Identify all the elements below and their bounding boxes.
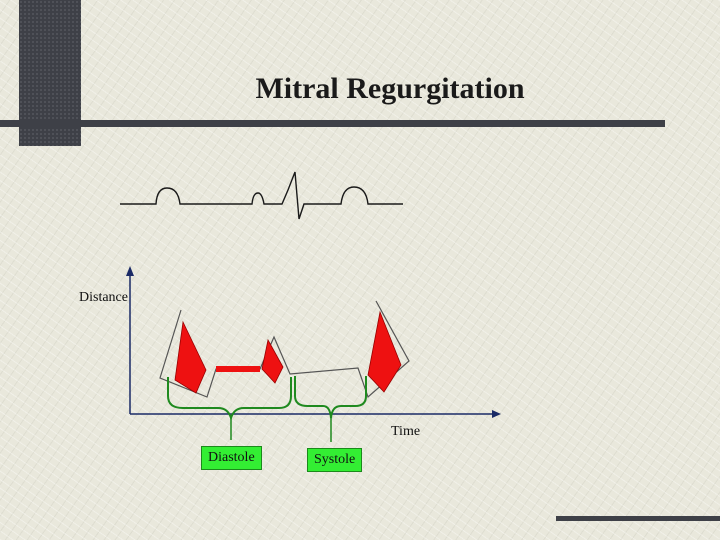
red-jet-late-diastole bbox=[261, 338, 284, 384]
footer-divider bbox=[556, 516, 720, 521]
red-jet-early-diastole bbox=[174, 320, 207, 394]
systole-label: Systole bbox=[307, 448, 363, 472]
y-axis-arrow bbox=[126, 266, 134, 276]
red-bar-mid-diastole bbox=[216, 366, 260, 372]
ecg-trace bbox=[120, 171, 403, 220]
red-jet-systole bbox=[367, 310, 402, 393]
systole-bracket bbox=[294, 376, 367, 419]
title-divider bbox=[0, 120, 665, 127]
x-axis-arrow bbox=[492, 410, 501, 418]
diastole-label: Diastole bbox=[201, 446, 262, 470]
y-axis-label: Distance bbox=[79, 290, 128, 305]
x-axis-label: Time bbox=[391, 424, 421, 439]
slide-title: Mitral Regurgitation bbox=[255, 72, 525, 105]
